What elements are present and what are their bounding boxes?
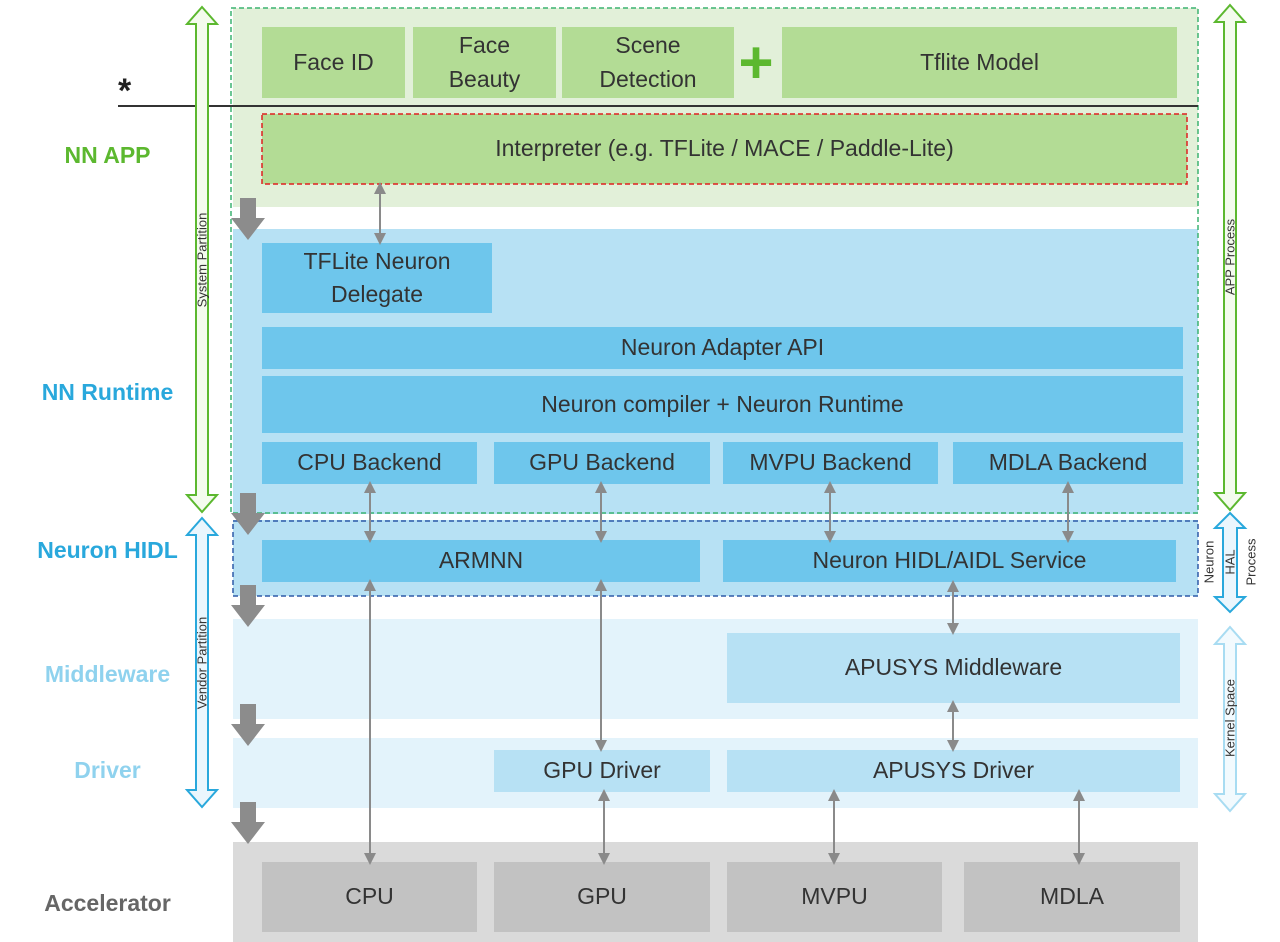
layer-label-accelerator: Accelerator [44, 890, 171, 916]
down-arrow-4 [231, 704, 265, 746]
layer-label-driver: Driver [74, 757, 141, 783]
system-partition-arrow [184, 5, 220, 514]
plus-icon: + [738, 29, 774, 96]
neuron-hal-label-3: Process [1243, 538, 1259, 586]
system-partition-label: System Partition [194, 212, 210, 308]
kernel-space-arrow [1212, 625, 1248, 813]
layer-label-middleware: Middleware [44, 661, 171, 687]
marker-asterisk: * [118, 72, 132, 110]
vendor-partition-label: Vendor Partition [194, 616, 210, 710]
app-process-arrow [1212, 3, 1248, 512]
neuron-compiler-runtime-box: Neuron compiler + Neuron Runtime [262, 376, 1183, 433]
vendor-partition-arrow [184, 516, 220, 809]
interpreter-box: Interpreter (e.g. TFLite / MACE / Paddle… [262, 114, 1187, 184]
layer-label-nn-app: NN APP [64, 142, 151, 168]
neuron-hidl-frame [232, 520, 1199, 597]
system-partition-frame [230, 7, 1199, 514]
armnn-box: ARMNN [262, 540, 700, 582]
scene-detection-box: Scene Detection [562, 27, 734, 98]
layer-label-neuron-hidl: Neuron HIDL [37, 537, 178, 563]
gpu-driver-box: GPU Driver [494, 750, 710, 792]
apusys-driver-box: APUSYS Driver [727, 750, 1180, 792]
connector-arrows [364, 182, 1085, 865]
neuron-hal-process-arrow [1212, 511, 1248, 614]
layer-label-nn-runtime: NN Runtime [41, 379, 174, 405]
apusys-middleware-box: APUSYS Middleware [727, 633, 1180, 703]
accelerator-mdla-box: MDLA [964, 862, 1180, 932]
down-arrow-1 [231, 198, 265, 240]
tflite-neuron-delegate-box: TFLite Neuron Delegate [262, 243, 492, 313]
neuron-adapter-api-box: Neuron Adapter API [262, 327, 1183, 369]
interpreter-frame [261, 113, 1188, 185]
accelerator-cpu-box: CPU [262, 862, 477, 932]
gpu-backend-box: GPU Backend [494, 442, 710, 484]
face-beauty-box: Face Beauty [413, 27, 556, 98]
mvpu-backend-box: MVPU Backend [723, 442, 938, 484]
down-arrow-2 [231, 493, 265, 535]
mdla-backend-box: MDLA Backend [953, 442, 1183, 484]
face-id-box: Face ID [262, 27, 405, 98]
kernel-space-label: Kernel Space [1222, 678, 1238, 758]
app-process-label: APP Process [1222, 218, 1238, 296]
cpu-backend-box: CPU Backend [262, 442, 477, 484]
tflite-model-box: Tflite Model [782, 27, 1177, 98]
down-arrow-3 [231, 585, 265, 627]
neuron-hal-label-2: HAL [1222, 549, 1238, 575]
neuron-hidl-aidl-service-box: Neuron HIDL/AIDL Service [723, 540, 1176, 582]
neuron-hal-label-1: Neuron [1201, 540, 1217, 584]
layer-down-arrows [231, 198, 265, 844]
accelerator-gpu-box: GPU [494, 862, 710, 932]
accelerator-mvpu-box: MVPU [727, 862, 942, 932]
down-arrow-5 [231, 802, 265, 844]
